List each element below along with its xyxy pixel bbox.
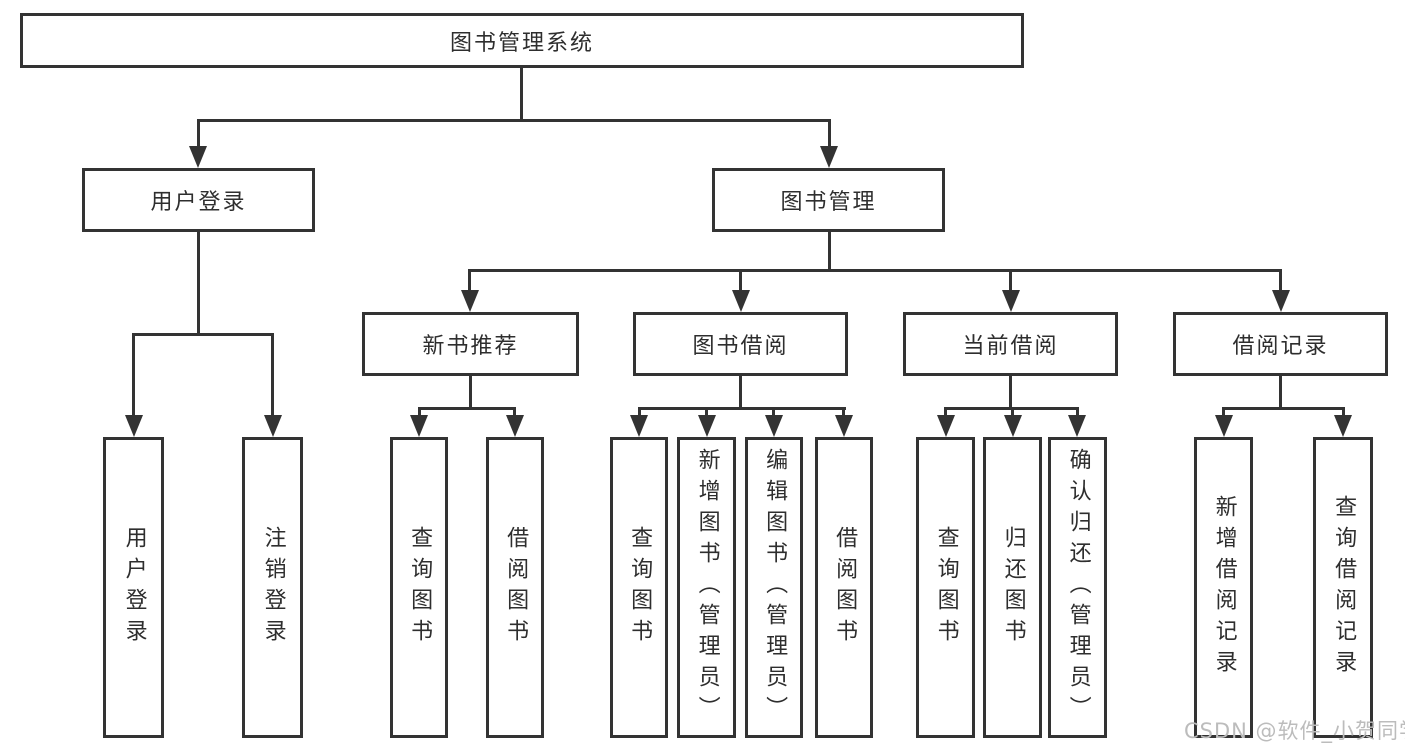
connector-drop [513,407,516,419]
connector-userlogin-hbar [132,333,274,336]
leaf-query-books-recommend: 查询图书 [390,437,448,738]
leaf-add-borrow-record: 新增借阅记录 [1194,437,1253,738]
leaf-query-books-borrowing: 查询图书 [610,437,668,738]
connector-drop [1279,269,1282,292]
leaf-confirm-return-admin: 确认归还（管理员） [1048,437,1107,738]
arrow-down-icon [461,290,479,312]
leaf-borrow-books: 借阅图书 [815,437,873,738]
connector-bookmgmt-hbar [468,269,1282,272]
leaf-label: 新增借阅记录 [1211,494,1237,681]
node-label: 当前借阅 [962,334,1059,359]
connector-bookmgmt-trunk [828,230,831,271]
arrow-down-icon [1334,415,1352,437]
leaf-label: 查询图书 [627,525,653,650]
node-library-management-system: 图书管理系统 [20,13,1024,68]
leaf-label: 查询图书 [933,525,959,650]
connector-group-hbar [418,407,516,410]
arrow-down-icon [1002,290,1020,312]
arrow-down-icon [732,290,750,312]
arrow-down-icon [630,415,648,437]
connector-drop [132,333,135,418]
arrow-down-icon [765,415,783,437]
connector-drop [271,333,274,418]
connector-drop [739,269,742,292]
node-label: 图书管理系统 [449,30,594,56]
arrow-down-icon [937,415,955,437]
connector-group-trunk [739,374,742,409]
connector-drop [772,407,775,419]
connector-drop [418,407,421,419]
connector-drop [1222,407,1225,419]
arrow-down-icon [1068,415,1086,437]
leaf-label: 注销登录 [260,525,286,650]
leaf-edit-books-admin: 编辑图书（管理员） [745,437,803,738]
leaf-user-login: 用户登录 [103,437,164,738]
leaf-query-books-current: 查询图书 [916,437,975,738]
connector-drop [1011,407,1014,419]
arrow-down-icon [264,415,282,437]
connector-drop [1009,269,1012,292]
arrow-down-icon [1004,415,1022,437]
leaf-label: 借阅图书 [503,525,529,650]
connector-root-trunk [520,66,523,121]
connector-root-hbar [197,119,831,122]
leaf-logout: 注销登录 [242,437,303,738]
connector-group-hbar [638,407,846,410]
leaf-label: 确认归还（管理员） [1065,448,1091,727]
connector-group-hbar [1222,407,1345,410]
leaf-label: 查询借阅记录 [1331,494,1357,681]
watermark: CSDN @软件_小贺同学 [1184,719,1405,743]
leaf-label: 新增图书（管理员） [694,448,720,727]
leaf-query-borrow-record: 查询借阅记录 [1313,437,1373,738]
connector-drop [1342,407,1345,419]
arrow-down-icon [189,146,207,168]
node-borrowing-records: 借阅记录 [1173,312,1388,376]
leaf-borrow-books-recommend: 借阅图书 [486,437,544,738]
node-label: 图书管理 [780,190,877,215]
arrow-down-icon [820,146,838,168]
node-book-management: 图书管理 [712,168,945,232]
node-book-borrowing: 图书借阅 [633,312,848,376]
node-label: 新书推荐 [422,334,519,359]
node-new-book-recommend: 新书推荐 [362,312,579,376]
node-current-borrowing: 当前借阅 [903,312,1118,376]
arrow-down-icon [1215,415,1233,437]
connector-userlogin-trunk [197,230,200,336]
connector-group-trunk [1279,374,1282,409]
node-label: 借阅记录 [1232,334,1329,359]
node-label: 图书借阅 [692,334,789,359]
arrow-down-icon [1272,290,1290,312]
connector-drop [705,407,708,419]
leaf-add-books-admin: 新增图书（管理员） [677,437,736,738]
connector-drop [842,407,845,419]
connector-drop [638,407,641,419]
connector-drop [828,119,831,151]
node-user-login: 用户登录 [82,168,315,232]
arrow-down-icon [125,415,143,437]
leaf-label: 编辑图书（管理员） [762,448,788,727]
arrow-down-icon [698,415,716,437]
arrow-down-icon [506,415,524,437]
connector-drop [468,269,471,292]
connector-drop [197,119,200,151]
leaf-label: 查询图书 [407,525,433,650]
leaf-return-books: 归还图书 [983,437,1042,738]
connector-drop [944,407,947,419]
arrow-down-icon [835,415,853,437]
leaf-label: 用户登录 [121,525,147,650]
node-label: 用户登录 [150,190,247,215]
connector-group-trunk [469,374,472,409]
connector-drop [1076,407,1079,419]
leaf-label: 归还图书 [1000,525,1026,650]
arrow-down-icon [410,415,428,437]
leaf-label: 借阅图书 [832,525,858,650]
connector-group-trunk [1009,374,1012,409]
